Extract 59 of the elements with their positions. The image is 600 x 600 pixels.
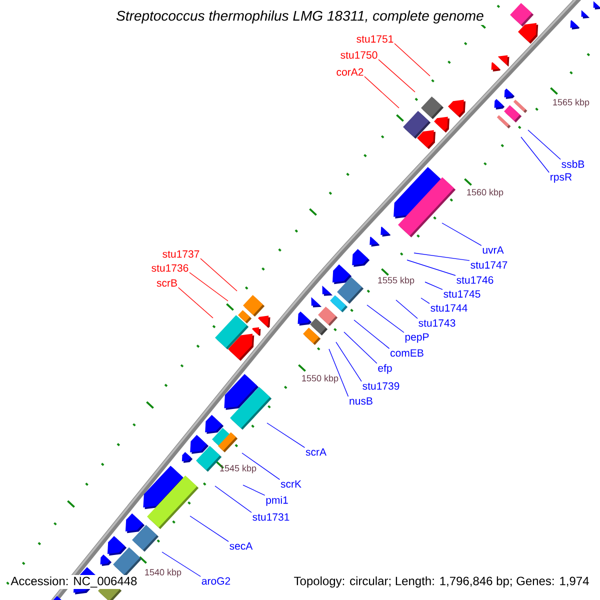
leader-line <box>420 298 430 304</box>
leader-line <box>242 452 280 480</box>
leader-line <box>189 272 228 302</box>
gene-label: scrA <box>306 448 326 456</box>
leader-line <box>366 304 404 333</box>
gene-label: corA2 <box>336 68 364 76</box>
leader-line <box>162 552 201 577</box>
gene-label: nusB <box>350 397 372 405</box>
leader-line <box>336 342 362 382</box>
leader-line <box>364 76 400 108</box>
leader-line <box>414 252 470 261</box>
gene-label: stu1737 <box>162 250 200 258</box>
gene-label: stu1747 <box>470 261 508 269</box>
gene-label: stu1739 <box>362 382 400 390</box>
leader-line <box>214 486 252 513</box>
tick-label: 1545 kbp <box>220 464 256 474</box>
footer-text: Topology: circular; Length: 1,796,846 bp; Genes: 1,974 <box>292 574 591 590</box>
leader-line <box>378 59 416 92</box>
tick-label: 1555 kbp <box>378 276 414 286</box>
gene-label: stu1745 <box>444 290 480 298</box>
gene-label: rpsR <box>550 173 572 183</box>
title: Streptococcus thermophilus LMG 18311, complete genome <box>114 8 486 26</box>
leader-line <box>344 332 378 364</box>
tick-label: 1550 kbp <box>302 374 338 384</box>
gene-label: aroG2 <box>202 577 230 585</box>
leader-line <box>178 287 214 318</box>
leader-line <box>266 422 306 448</box>
leader-line <box>242 484 266 496</box>
gene-label: stu1751 <box>356 35 394 43</box>
footer-text: Accession: NC_006448 <box>9 574 139 590</box>
gene-label: stu1746 <box>456 276 494 284</box>
gene-label: efp <box>378 364 392 374</box>
gene-label: stu1743 <box>418 319 456 327</box>
gene-label: comEB <box>390 349 424 357</box>
leader-line <box>520 136 550 173</box>
leader-line <box>190 516 229 542</box>
gene-label: pepP <box>405 333 429 343</box>
gene-label: stu1750 <box>340 51 378 59</box>
leader-line <box>406 260 456 276</box>
leader-line <box>200 258 238 292</box>
gene-label: stu1744 <box>430 304 468 312</box>
gene-label: scrB <box>156 279 177 287</box>
leader-line <box>528 130 561 160</box>
gene-label: ssbB <box>562 160 584 168</box>
gene-label: secA <box>230 542 253 550</box>
gene-label: uvrA <box>482 246 504 254</box>
tick-label: 1540 kbp <box>145 568 182 578</box>
gene-label: stu1736 <box>152 264 188 272</box>
leader-line <box>424 282 443 290</box>
gene-label: pmi1 <box>266 496 288 506</box>
gene-label: stu1731 <box>252 513 290 521</box>
leader-line <box>394 43 430 76</box>
tick-label: 1560 kbp <box>467 188 504 198</box>
leader-line <box>442 222 482 246</box>
leader-line <box>354 320 390 349</box>
leader-line <box>328 348 349 397</box>
tick-label: 1565 kbp <box>553 98 590 108</box>
leader-line <box>396 300 418 319</box>
gene-label: scrK <box>280 480 302 488</box>
